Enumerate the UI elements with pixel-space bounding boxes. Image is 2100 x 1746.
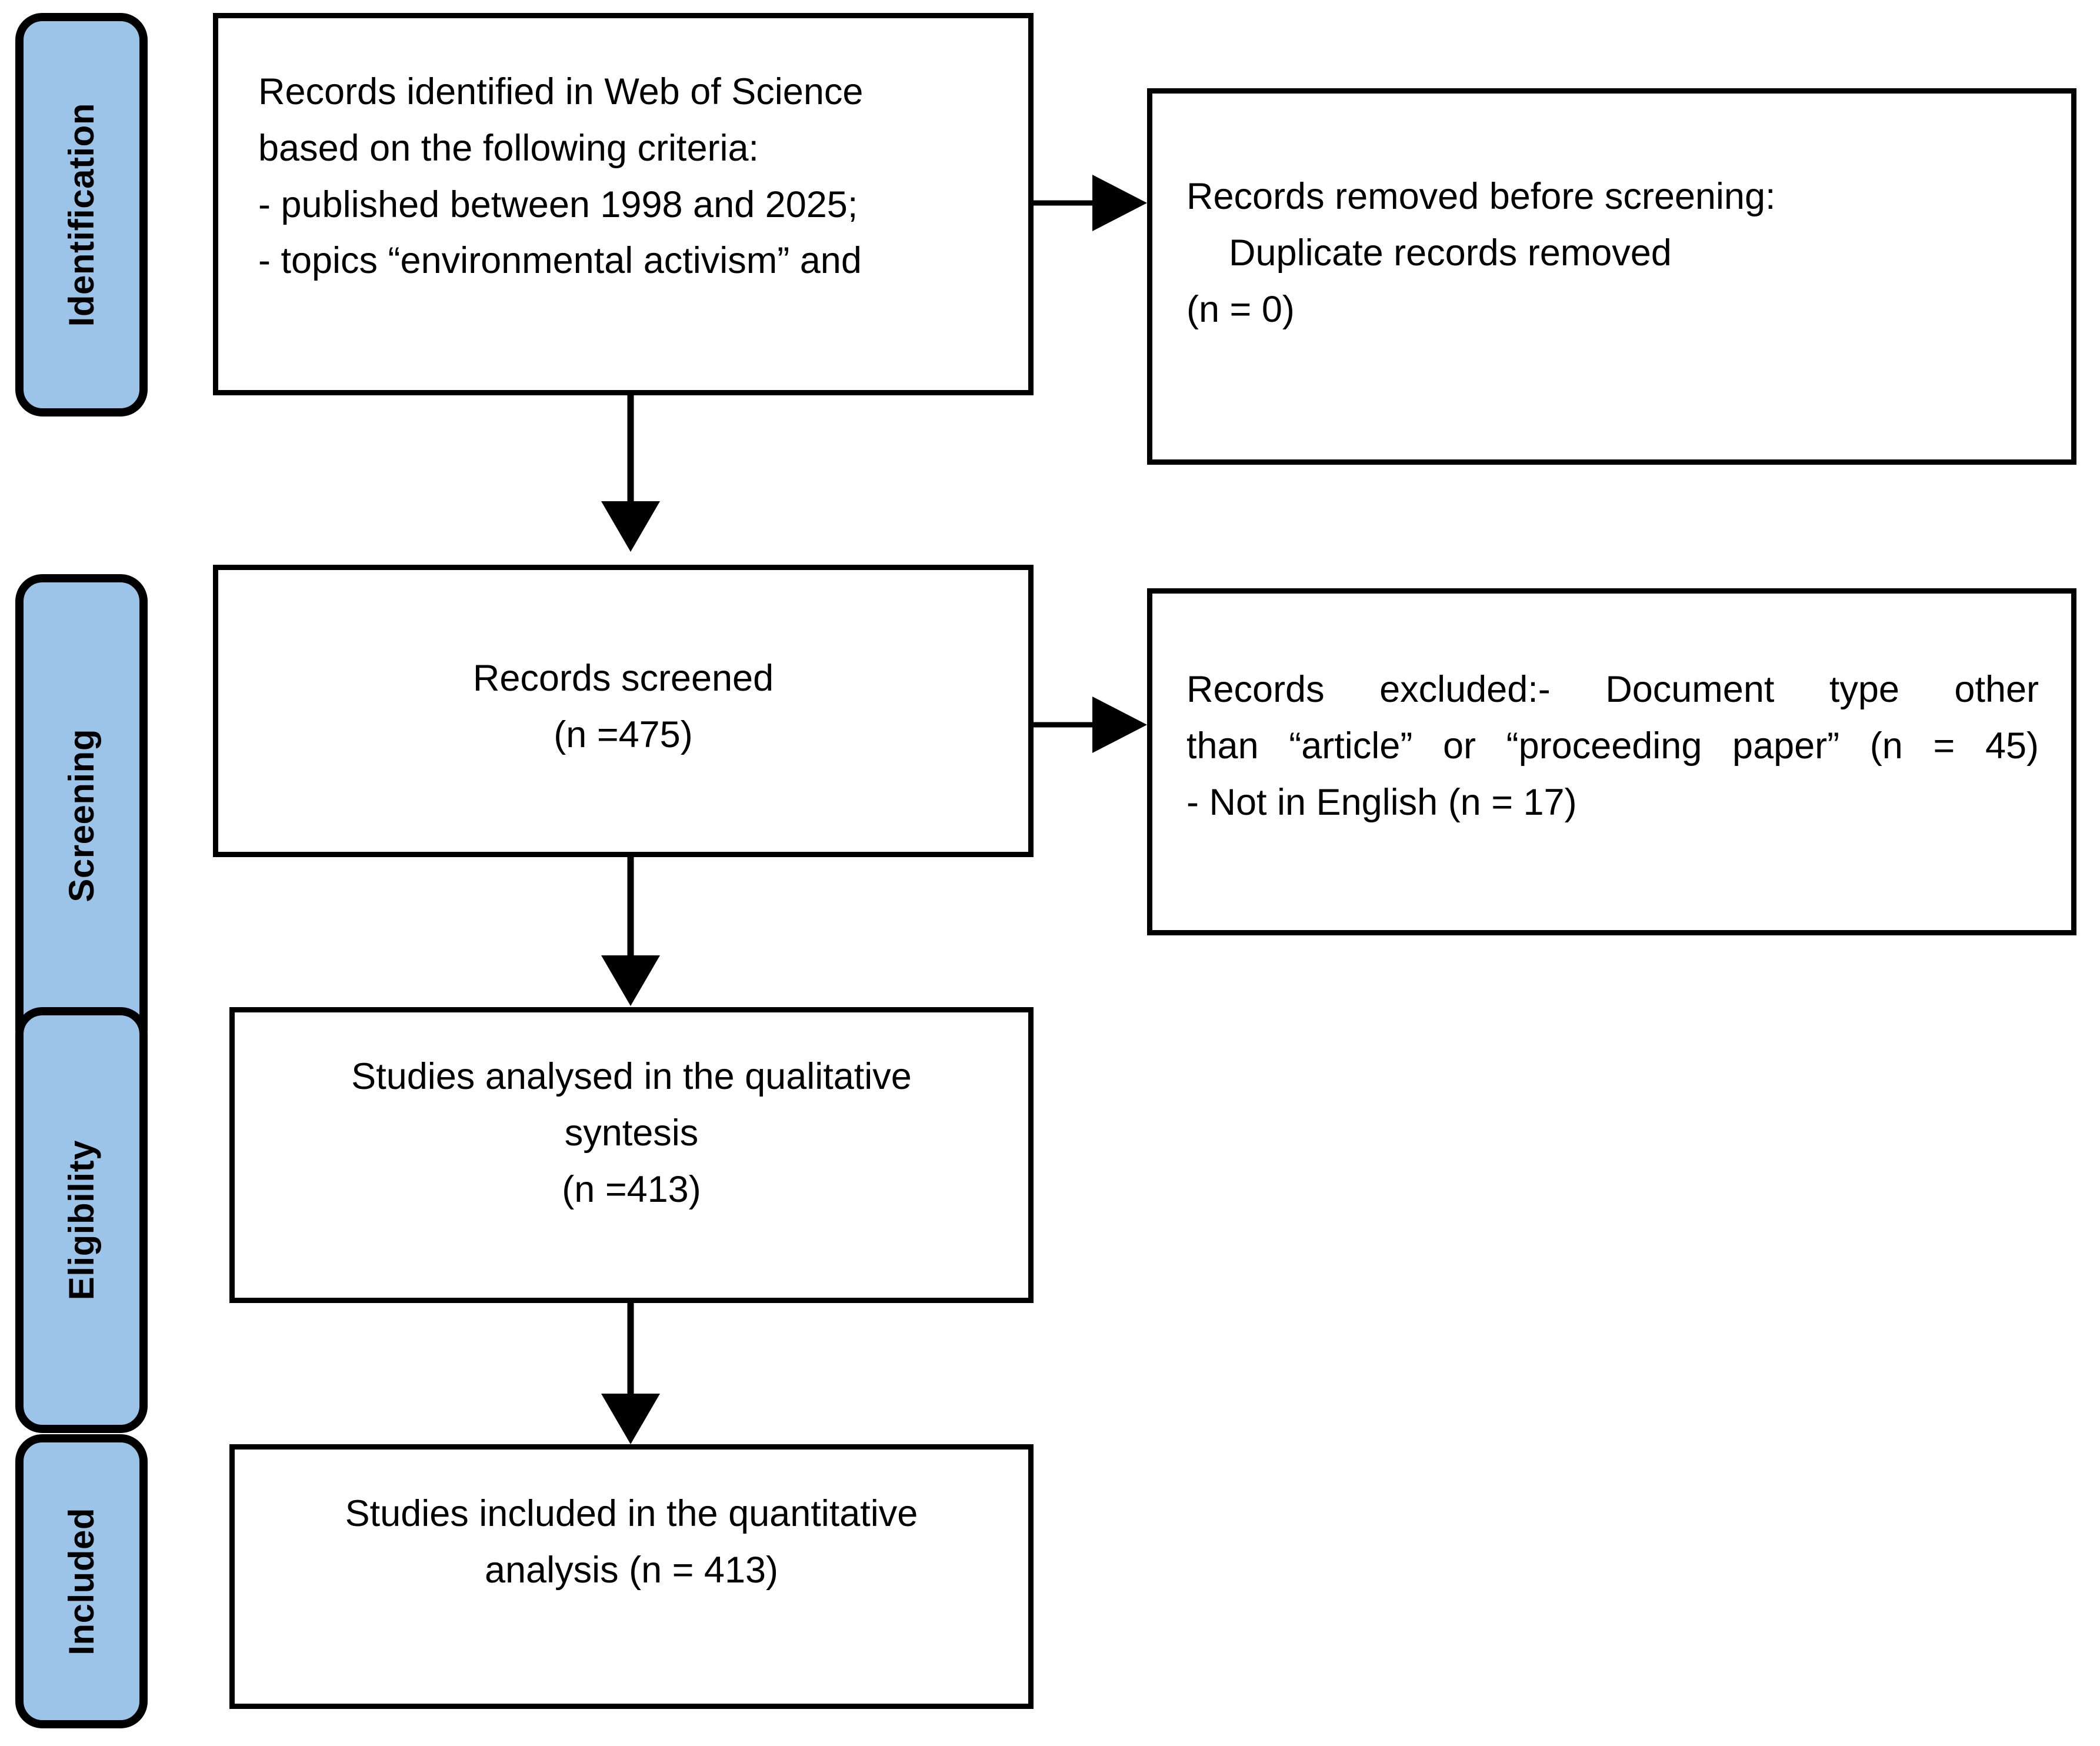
stage-label-included: Included [61, 1507, 101, 1655]
line: syntesis [564, 1112, 699, 1154]
arrow-screened-to-excluded [1034, 697, 1147, 753]
line: Records screened [472, 658, 774, 699]
box-quantitative-analysis-text: Studies included in the quantitative ana… [235, 1486, 1028, 1599]
stage-label-eligibility: Eligibility [61, 1139, 101, 1301]
stage-pill-included: Included [15, 1434, 148, 1728]
line: Records removed before screening: [1186, 176, 1776, 217]
box-records-excluded-text: Records excluded:- Document type other t… [1152, 662, 2071, 831]
box-records-removed-text: Records removed before screening: Duplic… [1152, 169, 2071, 338]
box-quantitative-analysis: Studies included in the quantitative ana… [229, 1444, 1034, 1709]
line: (n =475) [554, 714, 693, 755]
box-records-screened-text: Records screened (n =475) [218, 651, 1028, 764]
arrow-identified-to-screened [601, 395, 660, 552]
line: Records excluded:- Document type other [1186, 669, 2039, 710]
line: (n =413) [562, 1168, 701, 1210]
box-records-screened: Records screened (n =475) [213, 565, 1034, 857]
line: based on the following criteria: [258, 127, 759, 169]
box-records-identified: Records identified in Web of Science bas… [213, 13, 1034, 395]
line: (n = 0) [1186, 288, 1295, 330]
line: Studies included in the quantitative [345, 1493, 918, 1534]
line: - Not in English (n = 17) [1186, 781, 1577, 823]
stage-pill-identification: Identification [15, 13, 148, 416]
stage-pill-eligibility: Eligibility [15, 1007, 148, 1433]
line: - published between 1998 and 2025; [258, 184, 858, 225]
line: Studies analysed in the qualitative [351, 1056, 912, 1097]
box-qualitative-synthesis-text: Studies analysed in the qualitative synt… [235, 1049, 1028, 1218]
arrow-screened-to-qualitative [601, 857, 660, 1006]
arrow-identified-to-removed [1034, 175, 1147, 231]
line: Duplicate records removed [1229, 232, 1672, 274]
stage-pill-screening: Screening [15, 574, 148, 1057]
arrow-qualitative-to-quantitative [601, 1303, 660, 1444]
line: Records identified in Web of Science [258, 71, 864, 112]
line: analysis (n = 413) [484, 1549, 779, 1591]
box-records-identified-text: Records identified in Web of Science bas… [218, 64, 1028, 289]
line: than “article” or “proceeding paper” (n … [1186, 725, 2039, 767]
box-records-excluded: Records excluded:- Document type other t… [1147, 588, 2076, 935]
box-records-removed-before-screening: Records removed before screening: Duplic… [1147, 88, 2076, 465]
line: - topics “environmental activism” and [258, 240, 862, 282]
stage-label-screening: Screening [61, 728, 101, 902]
stage-label-identification: Identification [61, 102, 101, 327]
box-qualitative-synthesis: Studies analysed in the qualitative synt… [229, 1007, 1034, 1303]
